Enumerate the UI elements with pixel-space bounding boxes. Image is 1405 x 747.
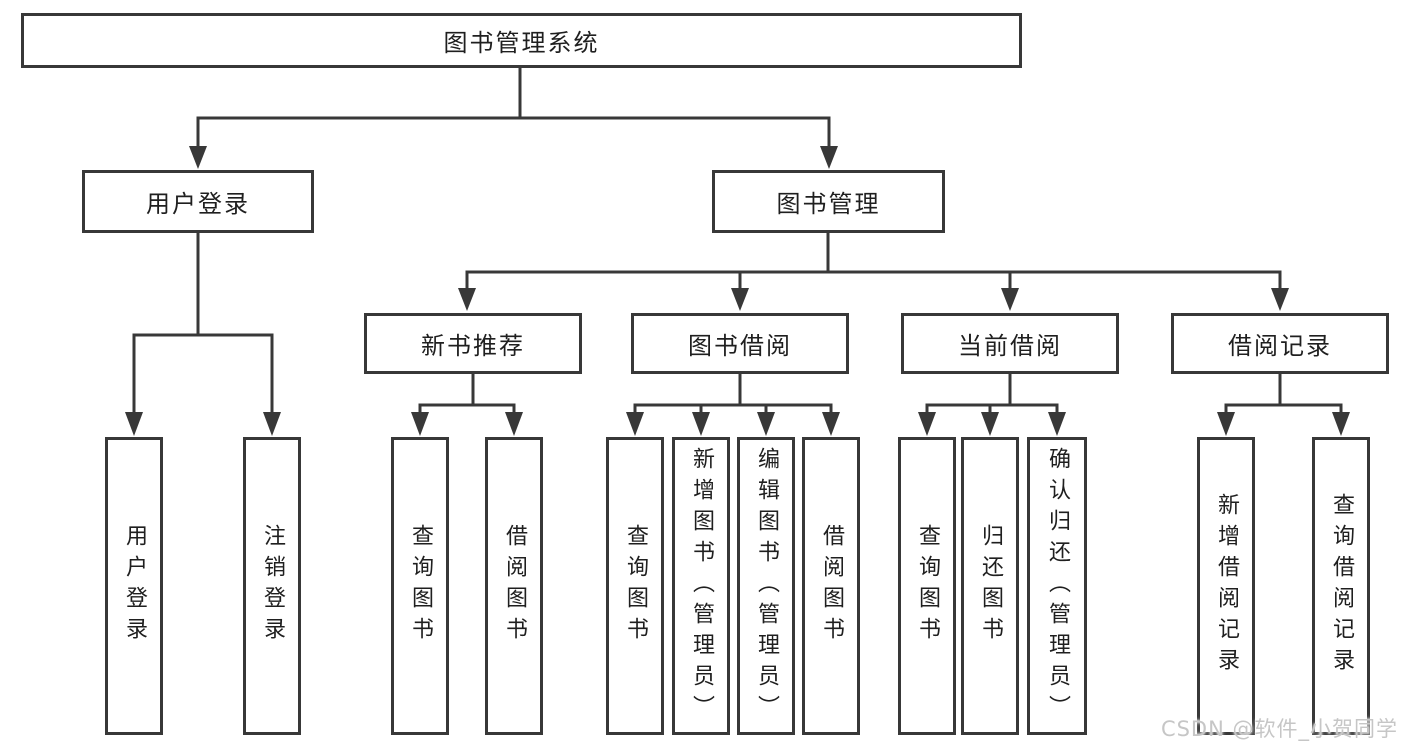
leaf-query-book-recommend: 查询图书 xyxy=(391,437,449,735)
node-current-borrow: 当前借阅 xyxy=(901,313,1119,374)
node-book-management-label: 图书管理 xyxy=(776,190,881,218)
leaf-user-login-label: 用户登录 xyxy=(122,524,147,648)
node-user-login-label: 用户登录 xyxy=(146,190,250,218)
leaf-query-borrow-record-label: 查询借阅记录 xyxy=(1329,493,1354,679)
leaf-borrow-book-recommend-label: 借阅图书 xyxy=(502,524,527,648)
leaf-add-borrow-record: 新增借阅记录 xyxy=(1197,437,1255,735)
leaf-borrow-book-recommend: 借阅图书 xyxy=(485,437,543,735)
leaf-edit-book-admin-label: 编辑图书（管理员） xyxy=(754,446,779,726)
connector-current-borrow xyxy=(918,374,1066,436)
leaf-add-book-admin: 新增图书（管理员） xyxy=(672,437,730,735)
leaf-return-book-label: 归还图书 xyxy=(978,524,1003,648)
leaf-borrow-book: 借阅图书 xyxy=(802,437,860,735)
node-book-borrow-label: 图书借阅 xyxy=(688,332,792,360)
leaf-add-book-admin-label: 新增图书（管理员） xyxy=(689,446,714,726)
node-borrow-records-label: 借阅记录 xyxy=(1228,332,1332,360)
node-new-book-recommend: 新书推荐 xyxy=(364,313,582,374)
leaf-logout-label: 注销登录 xyxy=(260,524,285,648)
leaf-confirm-return-admin-label: 确认归还（管理员） xyxy=(1045,446,1070,726)
node-root: 图书管理系统 xyxy=(21,13,1022,68)
leaf-query-book-borrow: 查询图书 xyxy=(606,437,664,735)
leaf-return-book: 归还图书 xyxy=(961,437,1019,735)
node-user-login: 用户登录 xyxy=(82,170,314,233)
leaf-user-login: 用户登录 xyxy=(105,437,163,735)
connector-new-book-recommend xyxy=(411,374,523,436)
csdn-watermark: CSDN @软件_小贺同学 xyxy=(1160,717,1398,741)
leaf-logout: 注销登录 xyxy=(243,437,301,735)
node-root-label: 图书管理系统 xyxy=(443,29,600,57)
connector-user-login xyxy=(125,233,281,436)
node-book-management: 图书管理 xyxy=(712,170,945,233)
leaf-query-book-recommend-label: 查询图书 xyxy=(408,524,433,648)
leaf-query-book-borrow-label: 查询图书 xyxy=(623,524,648,648)
connector-book-management xyxy=(458,233,1289,311)
leaf-add-borrow-record-label: 新增借阅记录 xyxy=(1214,493,1239,679)
leaf-edit-book-admin: 编辑图书（管理员） xyxy=(737,437,795,735)
leaf-borrow-book-label: 借阅图书 xyxy=(819,524,844,648)
leaf-query-book-current-label: 查询图书 xyxy=(915,524,940,648)
node-borrow-records: 借阅记录 xyxy=(1171,313,1389,374)
connector-borrow-records xyxy=(1217,374,1350,436)
node-current-borrow-label: 当前借阅 xyxy=(958,332,1062,360)
leaf-query-borrow-record: 查询借阅记录 xyxy=(1312,437,1370,735)
node-book-borrow: 图书借阅 xyxy=(631,313,849,374)
leaf-confirm-return-admin: 确认归还（管理员） xyxy=(1027,437,1087,735)
node-new-book-recommend-label: 新书推荐 xyxy=(421,332,525,360)
connector-book-borrow xyxy=(626,374,840,436)
connector-root xyxy=(189,68,838,169)
leaf-query-book-current: 查询图书 xyxy=(898,437,956,735)
